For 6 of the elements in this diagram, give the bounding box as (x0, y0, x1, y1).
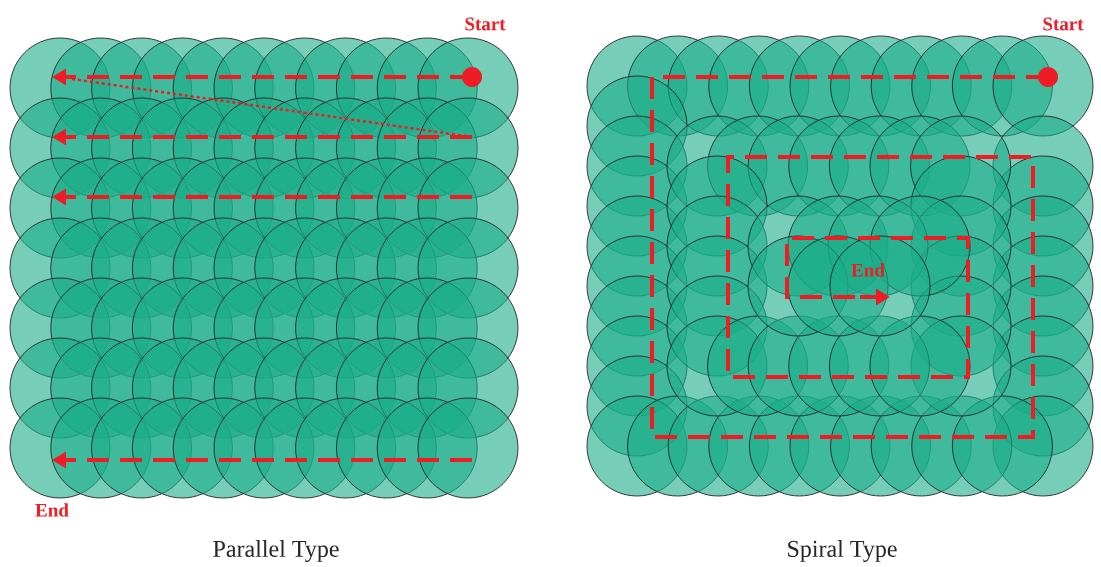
path-label: End (851, 263, 885, 277)
caption-text: Parallel Type (213, 540, 339, 562)
path-label: Start (465, 17, 506, 31)
path-label: Start (1043, 17, 1084, 31)
path-label: End (35, 503, 69, 517)
caption-text: Spiral Type (788, 540, 897, 562)
